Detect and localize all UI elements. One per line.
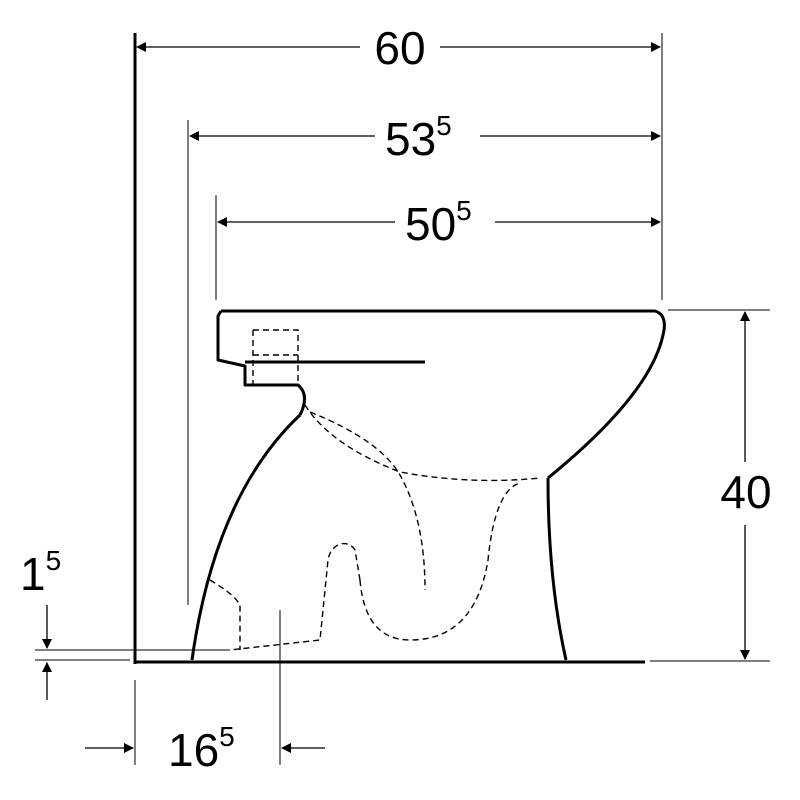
label-width-505-sup: 5 bbox=[456, 195, 472, 226]
wall-and-floor bbox=[35, 33, 645, 664]
bowl-inner bbox=[304, 404, 541, 482]
dimension-lines bbox=[42, 42, 750, 753]
trap-loop bbox=[359, 482, 521, 641]
extension-lines bbox=[134, 33, 770, 765]
label-width-505: 505 bbox=[405, 195, 472, 250]
rim-left-block bbox=[216, 310, 306, 416]
label-overall-width: 60 bbox=[374, 22, 425, 74]
label-width-505-main: 50 bbox=[405, 198, 456, 250]
label-width-535: 535 bbox=[385, 110, 452, 165]
hinge-hidden bbox=[252, 329, 299, 388]
trap-inner-upper bbox=[309, 411, 426, 591]
dimension-texts: 60 535 505 40 15 165 bbox=[20, 22, 772, 776]
label-outlet-offset-sup: 5 bbox=[219, 721, 235, 752]
label-floor-gap-main: 1 bbox=[20, 548, 46, 600]
toilet-outline bbox=[190, 309, 666, 661]
label-height: 40 bbox=[720, 466, 771, 518]
trap-left bbox=[229, 542, 361, 651]
outlet-left bbox=[209, 579, 241, 650]
hidden-lines bbox=[209, 329, 541, 651]
label-width-535-sup: 5 bbox=[436, 110, 452, 141]
rear-foot bbox=[546, 477, 568, 661]
front-curve bbox=[190, 413, 302, 661]
label-outlet-offset: 165 bbox=[168, 721, 235, 776]
label-width-535-main: 53 bbox=[385, 113, 436, 165]
seat-rim bbox=[221, 309, 666, 480]
label-floor-gap-sup: 5 bbox=[46, 545, 62, 576]
label-outlet-offset-main: 16 bbox=[168, 724, 219, 776]
label-floor-gap: 15 bbox=[20, 545, 61, 600]
